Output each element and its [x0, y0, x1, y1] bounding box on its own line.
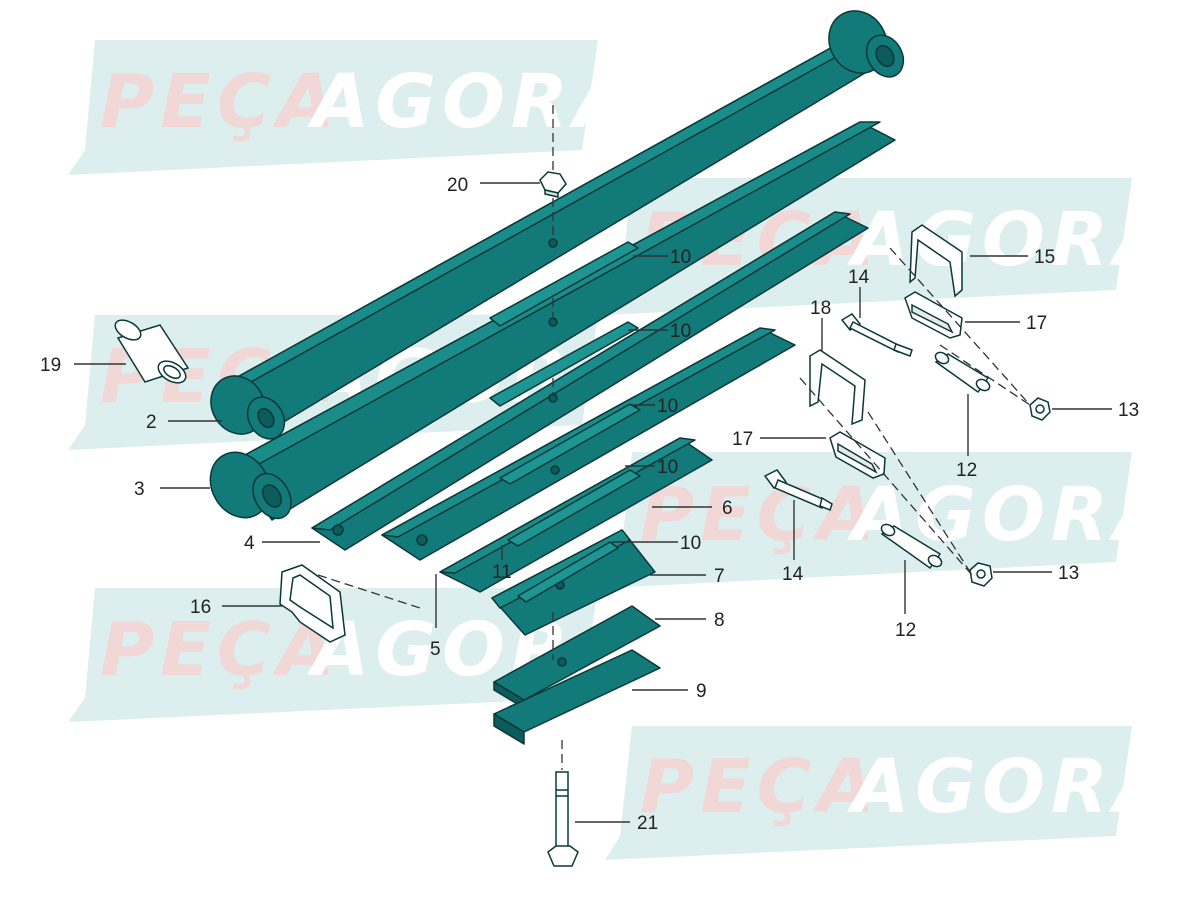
- leaf-7: [491, 529, 656, 636]
- callout-9: 9: [696, 681, 707, 702]
- callout-6: 6: [722, 498, 733, 519]
- spacer-9: [493, 649, 661, 745]
- liner-10-e: [517, 541, 619, 603]
- center-hole: [548, 238, 558, 248]
- pin-12-a: [934, 351, 991, 394]
- callout-2: 2: [146, 412, 157, 433]
- nut-13-a: [1029, 397, 1051, 421]
- callout-14-b: 14: [782, 564, 804, 585]
- liner-10-d: [507, 469, 641, 547]
- watermark-peca-1: PEÇA: [100, 59, 340, 145]
- watermark-6: PEÇA AGORA: [605, 726, 1177, 860]
- callout-12-b: 12: [895, 620, 916, 641]
- leaf-3: [209, 121, 896, 521]
- assembly-lines: [317, 105, 1031, 770]
- callout-5: 5: [430, 639, 441, 660]
- callout-8: 8: [714, 610, 725, 631]
- callout-15: 15: [1034, 247, 1055, 268]
- bushing-19: [114, 319, 190, 384]
- leader-lines: [74, 182, 1112, 823]
- callout-17-b: 17: [732, 429, 753, 450]
- callout-4: 4: [244, 533, 255, 554]
- callout-13-b: 13: [1058, 563, 1079, 584]
- watermark-agora-1: AGORA: [307, 59, 637, 145]
- callout-16: 16: [190, 597, 211, 618]
- nut-13-b: [969, 562, 993, 587]
- main-leaf-2: [210, 10, 905, 440]
- bracket-17-a: [904, 291, 963, 339]
- callout-10-a: 10: [670, 247, 691, 268]
- callout-10-b: 10: [670, 321, 691, 342]
- leaf-4: [311, 211, 869, 551]
- watermark-1: PEÇA AGORA: [68, 40, 637, 175]
- shackle-plate-18: [809, 349, 866, 426]
- center-bolt-21: [547, 771, 579, 867]
- callout-10-c: 10: [657, 396, 678, 417]
- callout-13-a: 13: [1118, 400, 1139, 421]
- watermark-agora-6: AGORA: [847, 744, 1177, 830]
- clamp-16: [279, 564, 346, 643]
- callout-7: 7: [714, 566, 725, 587]
- callout-3: 3: [134, 479, 145, 500]
- callout-14-a: 14: [848, 267, 870, 288]
- callout-21: 21: [637, 813, 658, 834]
- watermark-5: PEÇA AGORA: [68, 588, 631, 722]
- callout-10-d: 10: [657, 457, 678, 478]
- liner-10-c: [499, 403, 641, 485]
- callout-17-a: 17: [1026, 313, 1047, 334]
- callout-labels: 20 10 10 10 10 10 19 2 3 4 5 6 7 8 9 11 …: [40, 175, 1139, 834]
- liner-10-a: [489, 241, 639, 327]
- liner-10-b: [489, 321, 639, 407]
- watermark-peca-4: PEÇA: [640, 472, 880, 558]
- callout-10-e: 10: [680, 533, 701, 554]
- bolt-14-b: [763, 469, 833, 511]
- watermark-4: PEÇA AGORA: [605, 452, 1171, 588]
- center-hole: [550, 465, 560, 475]
- watermark-agora-2: AGORA: [847, 197, 1177, 283]
- watermark-peca-6: PEÇA: [640, 744, 880, 830]
- callout-20: 20: [447, 175, 468, 196]
- callout-12-a: 12: [956, 460, 977, 481]
- pin-12-b: [880, 523, 943, 570]
- watermark-peca-5: PEÇA: [100, 607, 340, 693]
- callout-18: 18: [810, 298, 831, 319]
- spacer-8: [493, 605, 661, 709]
- nut-20: [539, 171, 567, 198]
- bolt-14-a: [840, 313, 913, 357]
- shackle-plate-15: [909, 224, 963, 298]
- callout-19: 19: [40, 355, 61, 376]
- callout-11: 11: [492, 562, 512, 583]
